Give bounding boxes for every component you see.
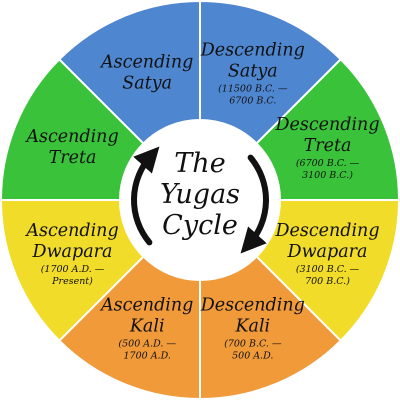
segment-asc-kali [57, 255, 201, 400]
segment-asc-satya [57, 0, 201, 145]
segment-dates-asc-kali: (500 A.D. — [118, 339, 176, 350]
segment-dates-desc-dwapara: 700 B.C.) [305, 276, 350, 287]
segment-desc-treta [255, 57, 400, 201]
segment-title-desc-satya: Descending [200, 41, 305, 61]
center-title-line: Cycle [162, 210, 238, 241]
segment-dates-desc-kali: 500 A.D. [232, 351, 273, 362]
segment-dates-asc-dwapara: (1700 A.D. — [41, 264, 105, 275]
segment-title-asc-treta: Ascending [24, 127, 118, 147]
cycle-arrow-left-icon [131, 146, 160, 246]
segment-title-desc-kali: Descending [200, 296, 305, 316]
segment-title-desc-kali: Kali [234, 317, 270, 337]
segment-dates-asc-dwapara: Present) [51, 276, 93, 287]
segment-dates-desc-kali: (700 B.C. — [224, 339, 282, 350]
center-title-line: The [174, 148, 225, 179]
segment-desc-kali [199, 255, 343, 400]
segment-dates-asc-kali: 1700 A.D. [124, 351, 171, 362]
segment-title-asc-kali: Kali [129, 317, 165, 337]
center-disc [121, 121, 279, 279]
segment-dates-desc-satya: 6700 B.C. [229, 96, 276, 107]
segment-dates-desc-treta: (6700 B.C. — [296, 158, 360, 169]
segment-asc-dwapara [0, 199, 145, 343]
segment-title-asc-dwapara: Dwapara [32, 242, 113, 262]
segment-title-asc-treta: Treta [49, 148, 97, 168]
segment-dates-desc-treta: 3100 B.C.) [302, 170, 353, 181]
segment-dates-desc-dwapara: (3100 B.C. — [296, 264, 360, 275]
segment-title-desc-dwapara: Descending [274, 221, 379, 241]
center-title-line: Yugas [160, 179, 240, 210]
segment-title-desc-treta: Descending [274, 115, 379, 135]
cycle-arrow-right-icon [240, 154, 269, 254]
segment-title-desc-dwapara: Dwapara [287, 242, 368, 262]
segment-title-asc-kali: Ascending [99, 296, 193, 316]
segment-title-desc-satya: Satya [228, 62, 278, 82]
segment-title-asc-satya: Satya [122, 74, 172, 94]
segment-title-desc-treta: Treta [304, 136, 352, 156]
segment-desc-satya [199, 0, 343, 145]
segment-title-asc-satya: Ascending [99, 53, 193, 73]
segment-asc-treta [0, 57, 145, 201]
segment-dates-desc-satya: (11500 B.C. — [218, 84, 288, 95]
segment-title-asc-dwapara: Ascending [24, 221, 118, 241]
segment-desc-dwapara [255, 199, 400, 343]
